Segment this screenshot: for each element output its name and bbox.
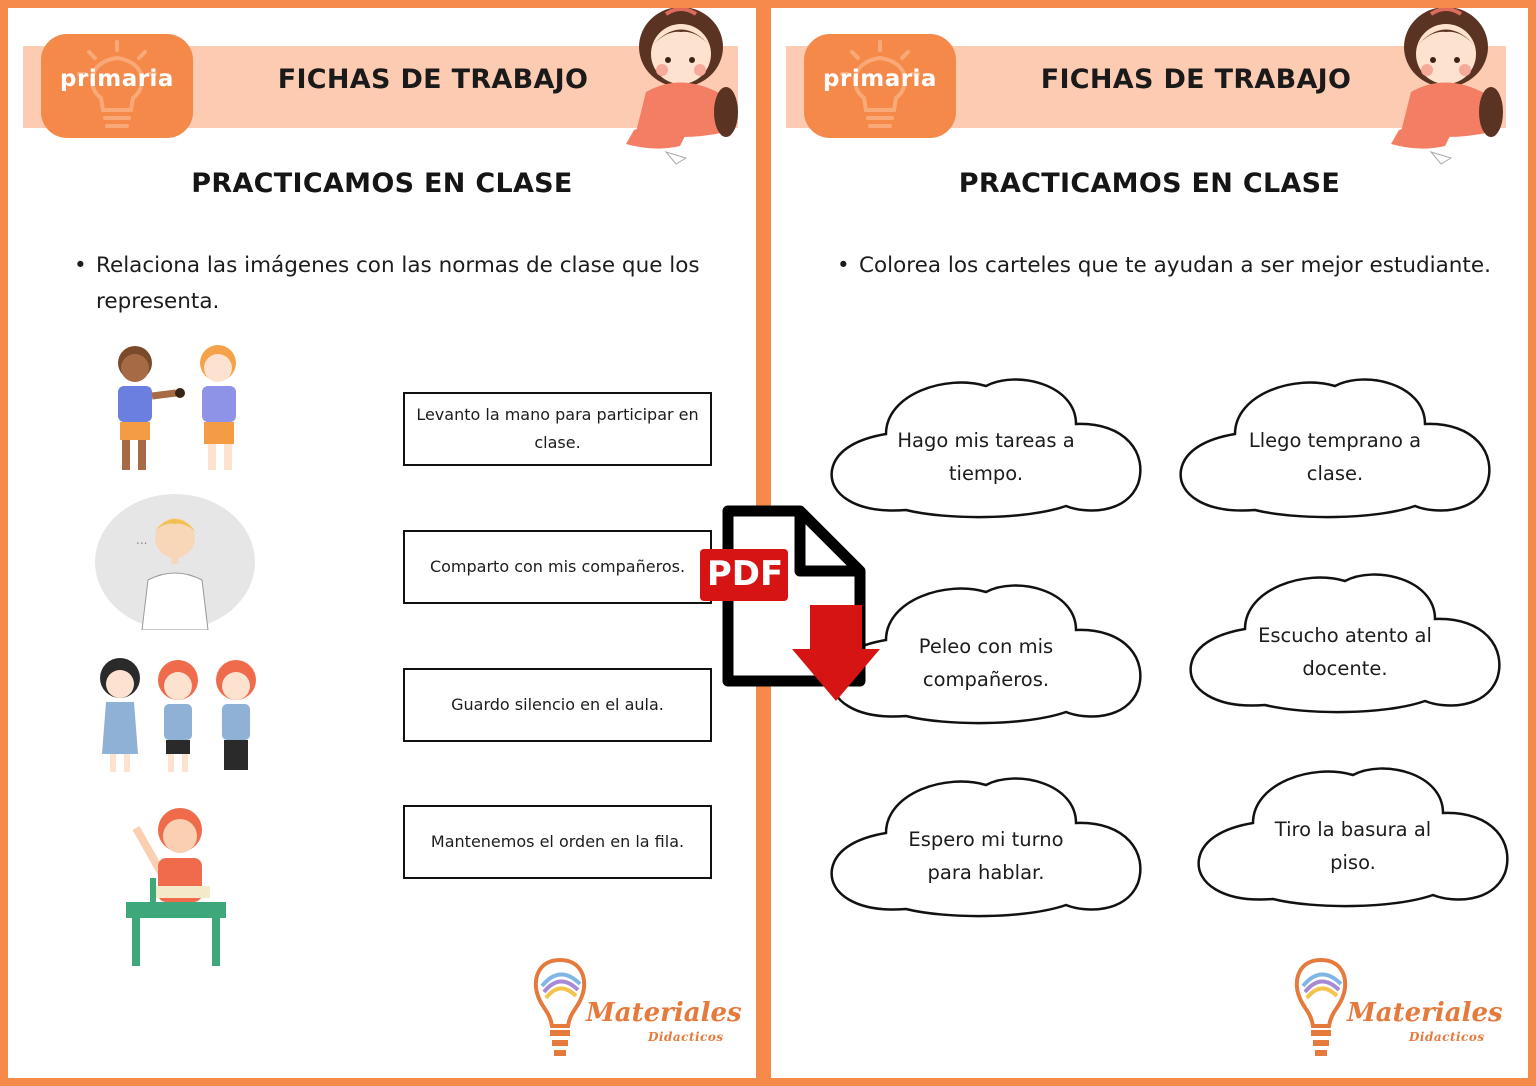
worksheet-right: primaria FICHAS DE TRABAJO PRACTICAMOS E… <box>771 8 1528 1078</box>
cloud-text-line: docente. <box>1302 657 1388 680</box>
header-title: FICHAS DE TRABAJO <box>1040 64 1352 95</box>
lightbulb-icon <box>840 40 920 128</box>
cloud-text-line: clase. <box>1306 462 1364 485</box>
cloud-text-line: compañeros. <box>922 668 1050 691</box>
primaria-badge: primaria <box>41 34 193 138</box>
cloud-text-line: tiempo. <box>948 462 1024 485</box>
girl-drawing-illustration <box>1391 8 1503 165</box>
cloud-sign: Peleo con mis compañeros. <box>826 580 1146 725</box>
norm-box: Guardo silencio en el aula. <box>403 668 712 742</box>
pdf-label: PDF <box>706 554 784 594</box>
instruction-text: Relaciona las imágenes con las normas de… <box>96 253 700 314</box>
cloud-sign: Escucho atento al docente. <box>1185 569 1505 714</box>
cloud-text-line: Llego temprano a <box>1248 429 1422 452</box>
badge-label: primaria <box>823 66 937 92</box>
primaria-badge: primaria <box>804 34 956 138</box>
header-title: FICHAS DE TRABAJO <box>277 64 589 95</box>
child-silence-illustration: ... <box>95 494 255 630</box>
badge-label: primaria <box>60 66 174 92</box>
instruction-text: Colorea los carteles que te ayudan a ser… <box>859 253 1491 278</box>
section-title: PRACTICAMOS EN CLASE <box>958 168 1341 199</box>
pdf-download-button[interactable]: PDF <box>700 505 890 705</box>
lightbulb-icon <box>77 40 157 128</box>
logo-title: Materiales <box>1347 998 1503 1028</box>
cloud-text-line: Tiro la basura al <box>1274 818 1432 841</box>
cloud-text-line: Espero mi turno <box>908 828 1064 851</box>
logo-subtitle: Didacticos <box>648 1030 724 1044</box>
pdf-download-icon <box>700 505 880 701</box>
materiales-didacticos-logo: Materiales Didacticos <box>530 956 742 1071</box>
cloud-sign: Llego temprano a clase. <box>1175 374 1495 519</box>
worksheet-left: primaria FICHAS DE TRABAJO PRACTICAMOS E… <box>8 8 756 1078</box>
svg-text:...: ... <box>136 533 147 547</box>
lightbulb-logo-icon <box>1294 957 1348 1056</box>
instruction: • Colorea los carteles que te ayudan a s… <box>837 248 1491 284</box>
cloud-text-line: Peleo con mis <box>918 635 1054 658</box>
cloud-sign: Hago mis tareas a tiempo. <box>826 374 1146 519</box>
materiales-didacticos-logo: Materiales Didacticos <box>1291 956 1503 1071</box>
cloud-text-line: Escucho atento al <box>1258 624 1432 647</box>
cloud-sign: Tiro la basura al piso. <box>1193 763 1513 908</box>
cloud-sign: Espero mi turno para hablar. <box>826 773 1146 918</box>
bullet: • <box>74 253 87 278</box>
girl-drawing-illustration <box>626 8 738 165</box>
norm-box: Mantenemos el orden en la fila. <box>403 805 712 879</box>
instruction: • Relaciona las imágenes con las normas … <box>74 248 728 320</box>
section-title: PRACTICAMOS EN CLASE <box>191 168 573 199</box>
cloud-text-line: para hablar. <box>927 861 1045 884</box>
logo-title: Materiales <box>586 998 742 1028</box>
norm-box: Levanto la mano para participar en clase… <box>403 392 712 466</box>
cloud-text-line: Hago mis tareas a <box>897 429 1075 452</box>
lightbulb-logo-icon <box>533 957 587 1056</box>
child-raising-hand-illustration <box>126 808 226 966</box>
children-in-line-illustration <box>100 658 256 772</box>
cloud-text-line: piso. <box>1330 851 1376 874</box>
bullet: • <box>837 253 850 278</box>
children-sharing-illustration <box>118 345 236 470</box>
logo-subtitle: Didacticos <box>1409 1030 1485 1044</box>
norm-box: Comparto con mis compañeros. <box>403 530 712 604</box>
